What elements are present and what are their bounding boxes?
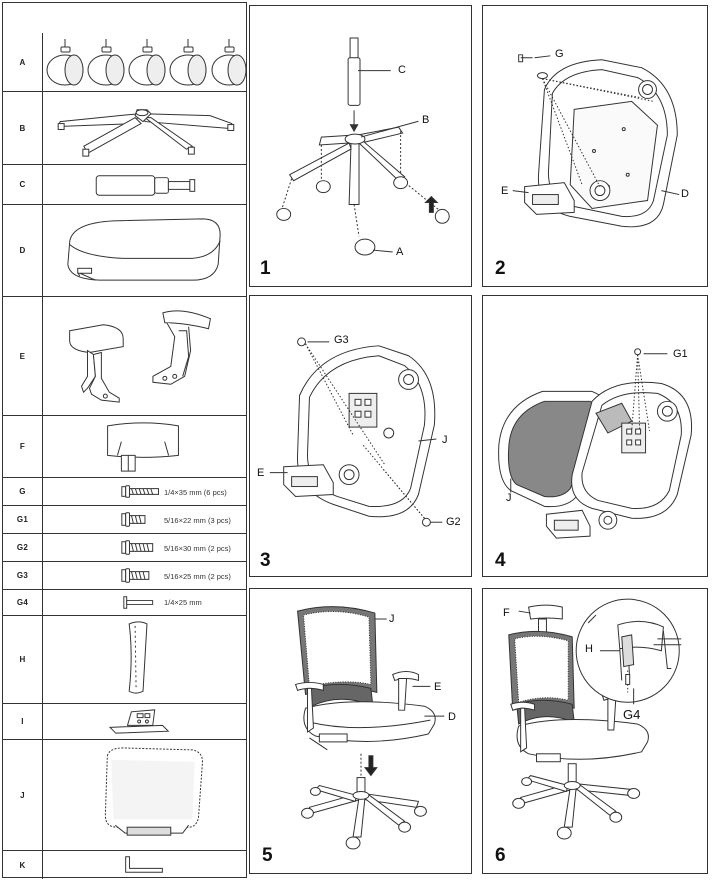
callout-g3: G3 [334,334,349,346]
callout-d: D [448,711,456,723]
step-2-diagram [512,54,680,228]
part-label-j: J [3,740,43,850]
part-label-i: I [3,704,43,739]
part-row-d: D [3,204,246,296]
part-label-c: C [3,165,43,204]
headrest-bar-illustration [43,616,246,703]
part-row-j: J [3,739,246,850]
gas-lift-illustration [43,165,246,204]
step-3-panel: G3 J E G2 3 [249,295,472,577]
step-6-diagram [508,598,682,840]
callout-g: G [555,48,564,60]
step-4-panel: G1 J 4 [482,295,708,577]
step-5-diagram [294,606,445,850]
callout-a: A [396,246,404,258]
chair-base-illustration [43,92,246,164]
part-label-g3: G3 [3,562,43,589]
screw-g-illustration: 1/4×35 mm (6 pcs) [43,478,246,505]
screw-g4-illustration: 1/4×25 mm [43,590,246,615]
part-row-k: K [3,850,246,879]
part-label-g4: G4 [3,590,43,615]
part-label-g2: G2 [3,534,43,561]
step-5-panel: J E D 5 [249,588,472,874]
step-4-diagram [498,348,693,539]
part-row-a: A [3,33,246,91]
part-label-f: F [3,416,43,477]
step-6-panel: F H G4 6 [482,588,708,874]
step-number-3: 3 [260,550,271,571]
part-label-a: A [3,33,43,91]
part-label-e: E [3,297,43,415]
part-row-b: B [3,91,246,164]
screw-size-g3: 5/16×25 mm (2 pcs) [164,572,231,581]
screw-size-g1: 5/16×22 mm (3 pcs) [164,516,231,525]
callout-e: E [257,467,265,479]
part-label-d: D [3,205,43,296]
callout-e: E [434,681,442,693]
callout-e: E [501,185,509,197]
part-label-g: G [3,478,43,505]
part-row-f: F [3,415,246,477]
step-1-panel: C B A 1 [249,5,472,287]
part-label-g1: G1 [3,506,43,533]
step-number-5: 5 [262,845,273,866]
part-row-g1: G1 5/16×22 mm (3 pcs) [3,505,246,533]
screw-g3-illustration: 5/16×25 mm (2 pcs) [43,562,246,589]
part-label-b: B [3,92,43,164]
backrest-illustration [43,740,246,850]
screw-size-g2: 5/16×30 mm (2 pcs) [164,544,231,553]
callout-j: J [389,613,395,625]
callout-h: H [585,643,593,655]
screw-size-g: 1/4×35 mm (6 pcs) [164,488,227,497]
part-label-k: K [3,851,43,879]
callout-g1: G1 [673,348,688,360]
callout-j: J [506,492,512,504]
headrest-illustration [43,416,246,477]
callout-g4: G4 [623,707,641,722]
step-3-diagram [269,337,443,527]
part-row-i: I [3,703,246,739]
step-2-panel: G E D 2 [482,5,708,287]
part-row-g2: G2 5/16×30 mm (2 pcs) [3,533,246,561]
part-row-g4: G4 1/4×25 mm [3,589,246,615]
screw-g2-illustration: 5/16×30 mm (2 pcs) [43,534,246,561]
bracket-illustration [43,704,246,739]
callout-j: J [442,434,448,446]
callout-b: B [422,114,430,126]
step-number-1: 1 [260,258,271,279]
callout-d: D [681,188,689,200]
callout-g2: G2 [446,516,461,528]
armrests-illustration [43,297,246,415]
part-row-g3: G3 5/16×25 mm (2 pcs) [3,561,246,589]
screw-size-g4: 1/4×25 mm [164,598,202,607]
step-number-2: 2 [495,258,506,279]
step-number-6: 6 [495,845,506,866]
callout-c: C [398,64,406,76]
step-1-diagram [276,37,450,256]
part-row-c: C [3,164,246,204]
part-row-h: H [3,615,246,703]
caster-wheels-illustration [43,33,246,91]
part-row-g: G 1/4×35 mm (6 pcs) [3,477,246,505]
parts-list-table: A [2,2,247,879]
screw-g1-illustration: 5/16×22 mm (3 pcs) [43,506,246,533]
part-label-h: H [3,616,43,703]
callout-f: F [503,607,510,619]
seat-cushion-illustration [43,205,246,296]
step-number-4: 4 [495,550,506,571]
allen-key-illustration [43,851,246,879]
part-row-e: E [3,296,246,415]
